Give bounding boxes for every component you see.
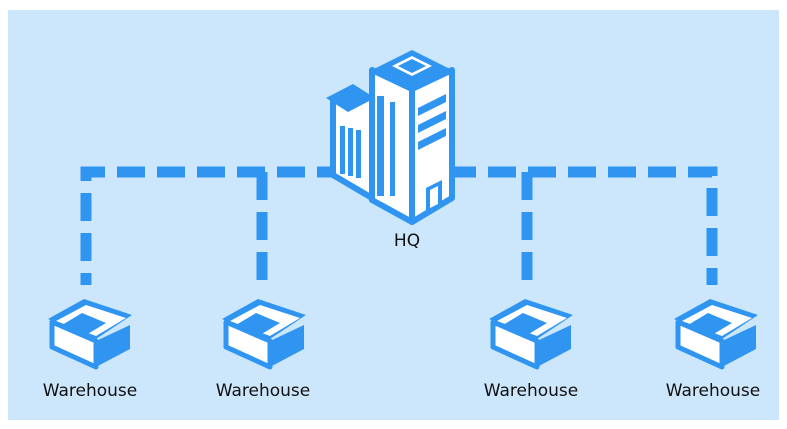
warehouse-label-4: Warehouse [665, 381, 761, 401]
connector-left-bus [80, 166, 345, 285]
warehouse-house-icon [222, 299, 306, 370]
warehouse-label-3: Warehouse [483, 381, 579, 401]
connector-right-bus [448, 166, 718, 285]
warehouse-house-icon [48, 299, 132, 370]
office-building-icon [326, 50, 455, 225]
warehouse-house-icon [674, 299, 758, 370]
warehouse-house-icon [489, 299, 573, 370]
connector-lines [80, 166, 718, 285]
hq-label: HQ [393, 231, 421, 251]
warehouse-label-2: Warehouse [215, 381, 311, 401]
warehouse-label-1: Warehouse [42, 381, 138, 401]
